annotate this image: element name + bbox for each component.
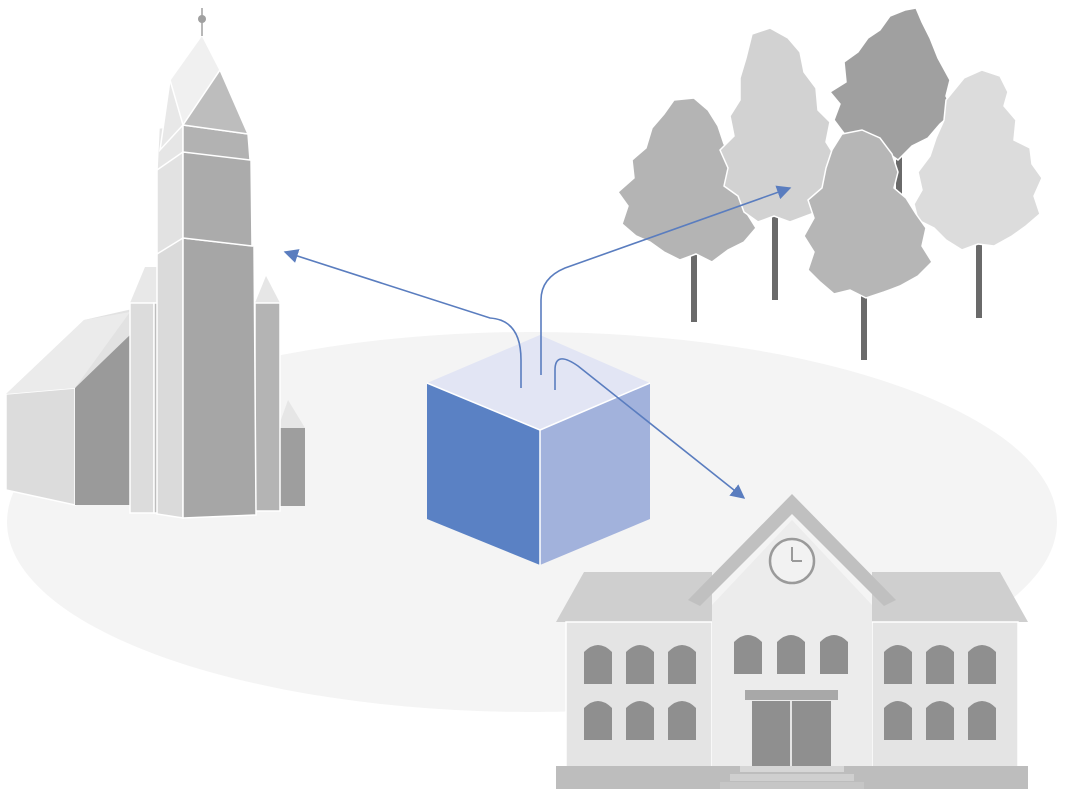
trees-icon (618, 8, 1042, 360)
clock-icon (770, 539, 814, 583)
church-icon (6, 8, 305, 518)
cube-icon (427, 335, 650, 565)
